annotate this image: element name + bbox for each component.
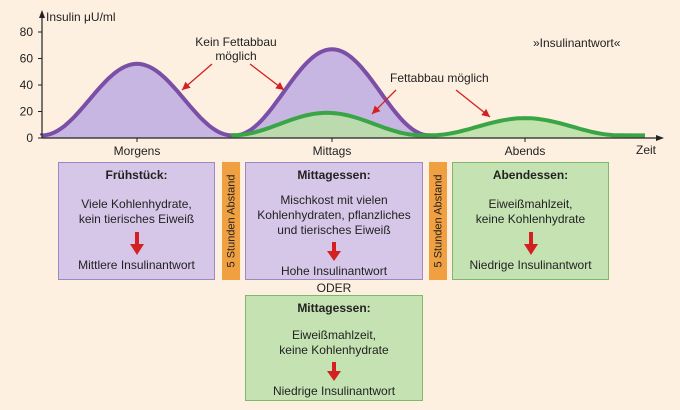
y-tick-label: 80 — [20, 25, 34, 39]
dinner-box: Abendessen: Eiweißmahlzeit, keine Kohlen… — [452, 162, 609, 280]
annotation-fettabbau-moeglich: Fettabbau möglich — [390, 71, 489, 85]
breakfast-title: Frühstück: — [105, 168, 168, 182]
gap-badge: 5 Stunden Abstand — [429, 162, 447, 280]
down-arrow-icon — [327, 362, 341, 381]
lunch-alt-desc-line: Eiweißmahlzeit, — [291, 328, 377, 342]
annotation-arrow-right-head-icon — [275, 81, 284, 90]
annotation-arrow-green-right-head-icon — [481, 108, 490, 117]
gap-badge: 5 Stunden Abstand — [222, 162, 240, 280]
breakfast-box: Frühstück: Viele Kohlenhydrate, kein tie… — [58, 162, 215, 280]
down-arrow-icon — [129, 232, 144, 255]
annotation-arrow-left-head-icon — [182, 81, 191, 90]
annotation-arrow-green-left-head-icon — [372, 105, 381, 114]
chart-title: »Insulinantwort« — [533, 36, 621, 50]
lunch-box: Mittagessen: Mischkost mit vielen Kohlen… — [245, 162, 423, 280]
x-axis-label: Zeit — [636, 143, 657, 157]
series-line-fettabbau — [230, 110, 646, 138]
lunch-desc-line: Mischkost mit vielen — [280, 193, 388, 207]
lunch-desc-line: und tierisches Eiweiß — [277, 223, 391, 237]
y-axis-label: Insulin μU/ml — [46, 10, 116, 24]
gap-label: 5 Stunden Abstand — [225, 174, 237, 268]
y-axis-arrow-icon — [39, 10, 45, 18]
lunch-alt-result: Niedrige Insulinantwort — [272, 384, 396, 398]
annotation-kein-fettabbau: Kein Fettabbau — [195, 35, 276, 49]
oder-label: ODER — [316, 281, 352, 295]
lunch-title: Mittagessen: — [297, 168, 371, 182]
y-tick-label: 0 — [26, 131, 33, 145]
x-tick-label: Morgens — [114, 144, 161, 158]
down-arrow-icon — [523, 232, 538, 255]
breakfast-result: Mittlere Insulinantwort — [78, 258, 195, 272]
y-tick-label: 20 — [20, 105, 34, 119]
lunch-alt-desc-line: keine Kohlenhydrate — [279, 343, 389, 357]
gap-label: 5 Stunden Abstand — [432, 174, 444, 268]
breakfast-desc-line: kein tierisches Eiweiß — [78, 212, 195, 226]
dinner-desc-line: Eiweißmahlzeit, — [488, 197, 573, 211]
x-axis-arrow-icon — [656, 135, 664, 141]
breakfast-desc-line: Viele Kohlenhydrate, — [81, 197, 192, 211]
y-tick-label: 60 — [20, 52, 34, 66]
lunch-desc-line: Kohlenhydraten, pflanzliches — [257, 208, 411, 222]
y-tick-label: 40 — [20, 78, 34, 92]
lunch-alt-box: Mittagessen: Eiweißmahlzeit, keine Kohle… — [245, 295, 423, 401]
dinner-desc-line: keine Kohlenhydrate — [475, 212, 586, 226]
lunch-alt-title: Mittagessen: — [297, 301, 371, 315]
x-tick-label: Mittags — [313, 144, 352, 158]
x-tick-label: Abends — [505, 144, 546, 158]
dinner-result: Niedrige Insulinantwort — [469, 258, 592, 272]
series-area-fettabbau — [232, 112, 645, 138]
down-arrow-icon — [327, 242, 341, 261]
annotation-moeglich: möglich — [215, 49, 256, 63]
lunch-result: Hohe Insulinantwort — [280, 264, 388, 278]
dinner-title: Abendessen: — [492, 168, 569, 182]
